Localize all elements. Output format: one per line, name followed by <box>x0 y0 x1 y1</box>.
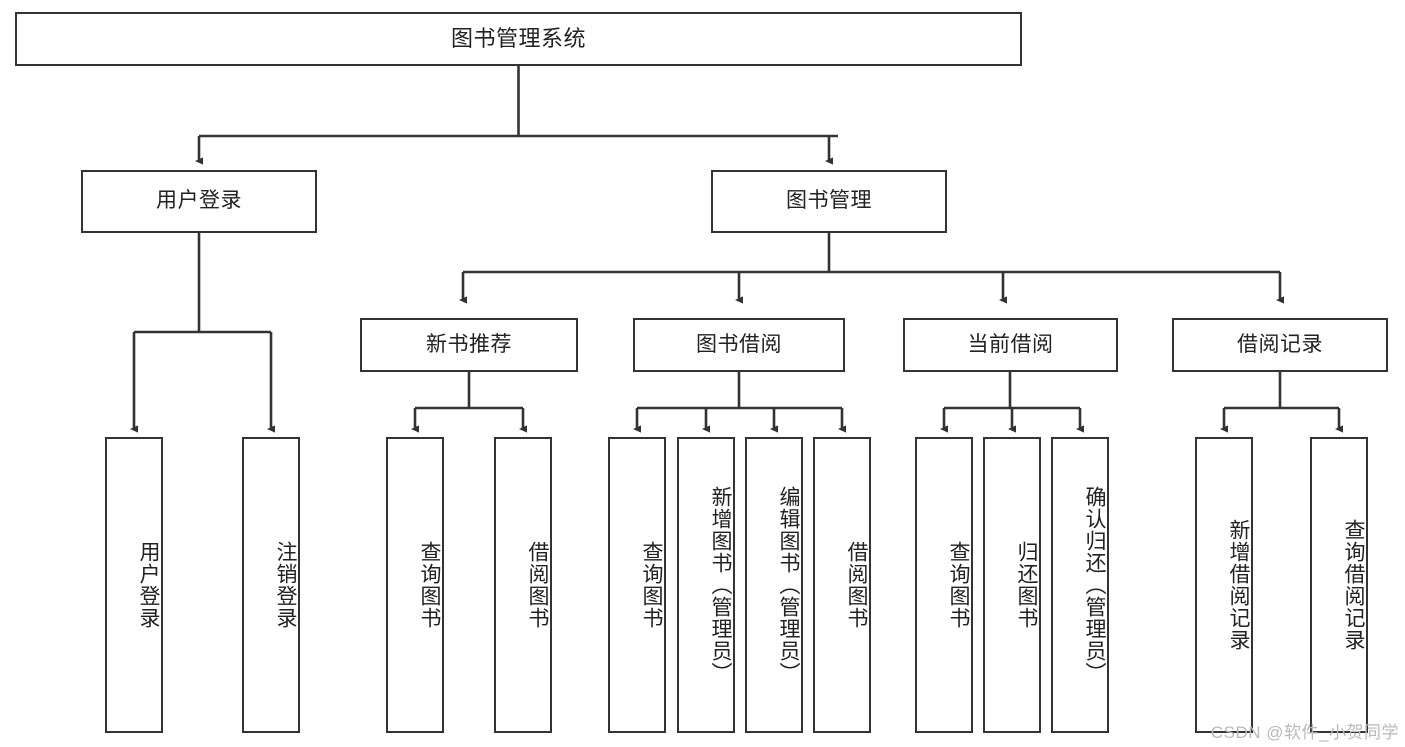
node-label: 确认归还（管理员） <box>1083 486 1106 684</box>
node-leaf-return-book[interactable]: 归还图书 <box>983 437 1041 733</box>
node-label: 图书借阅 <box>696 332 782 356</box>
node-label: 当前借阅 <box>967 332 1054 356</box>
node-leaf-add-book-admin[interactable]: 新增图书（管理员） <box>677 437 735 733</box>
node-new-book-recommend[interactable]: 新书推荐 <box>360 318 578 372</box>
node-label: 用户登录 <box>156 189 242 213</box>
node-label: 图书管理 <box>786 189 872 213</box>
node-book-borrow[interactable]: 图书借阅 <box>633 318 845 372</box>
node-label: 注销登录 <box>274 541 297 629</box>
node-book-manage[interactable]: 图书管理 <box>711 170 947 233</box>
node-label: 用户登录 <box>137 541 160 629</box>
node-leaf-confirm-return-admin[interactable]: 确认归还（管理员） <box>1051 437 1109 733</box>
node-label: 查询图书 <box>947 541 970 629</box>
node-leaf-borrow-book-recommend[interactable]: 借阅图书 <box>494 437 552 733</box>
node-label: 归还图书 <box>1015 541 1038 629</box>
node-leaf-user-login[interactable]: 用户登录 <box>105 437 163 733</box>
node-leaf-query-book-recommend[interactable]: 查询图书 <box>386 437 444 733</box>
node-label: 图书管理系统 <box>450 25 586 51</box>
node-label: 新书推荐 <box>426 332 512 356</box>
node-leaf-edit-book-admin[interactable]: 编辑图书（管理员） <box>745 437 803 733</box>
node-borrow-record[interactable]: 借阅记录 <box>1172 318 1388 372</box>
node-leaf-logout-login[interactable]: 注销登录 <box>242 437 300 733</box>
node-label: 新增借阅记录 <box>1227 519 1250 651</box>
node-label: 查询图书 <box>640 541 663 629</box>
node-current-borrow[interactable]: 当前借阅 <box>903 318 1118 372</box>
node-root-book-management-system[interactable]: 图书管理系统 <box>15 12 1022 66</box>
node-label: 查询借阅记录 <box>1342 519 1365 651</box>
node-label: 查询图书 <box>418 541 441 629</box>
node-label: 借阅记录 <box>1237 332 1323 356</box>
node-leaf-query-book-borrow[interactable]: 查询图书 <box>608 437 666 733</box>
node-leaf-query-borrow-record[interactable]: 查询借阅记录 <box>1310 437 1368 733</box>
node-user-login[interactable]: 用户登录 <box>81 170 317 233</box>
node-label: 编辑图书（管理员） <box>777 486 800 684</box>
node-leaf-add-borrow-record[interactable]: 新增借阅记录 <box>1195 437 1253 733</box>
node-leaf-borrow-book-borrow[interactable]: 借阅图书 <box>813 437 871 733</box>
node-label: 借阅图书 <box>845 541 868 629</box>
node-leaf-query-book-current[interactable]: 查询图书 <box>915 437 973 733</box>
node-label: 新增图书（管理员） <box>709 486 732 684</box>
csdn-watermark: CSDN @软件_小贺同学 <box>1210 723 1399 742</box>
node-label: 借阅图书 <box>526 541 549 629</box>
